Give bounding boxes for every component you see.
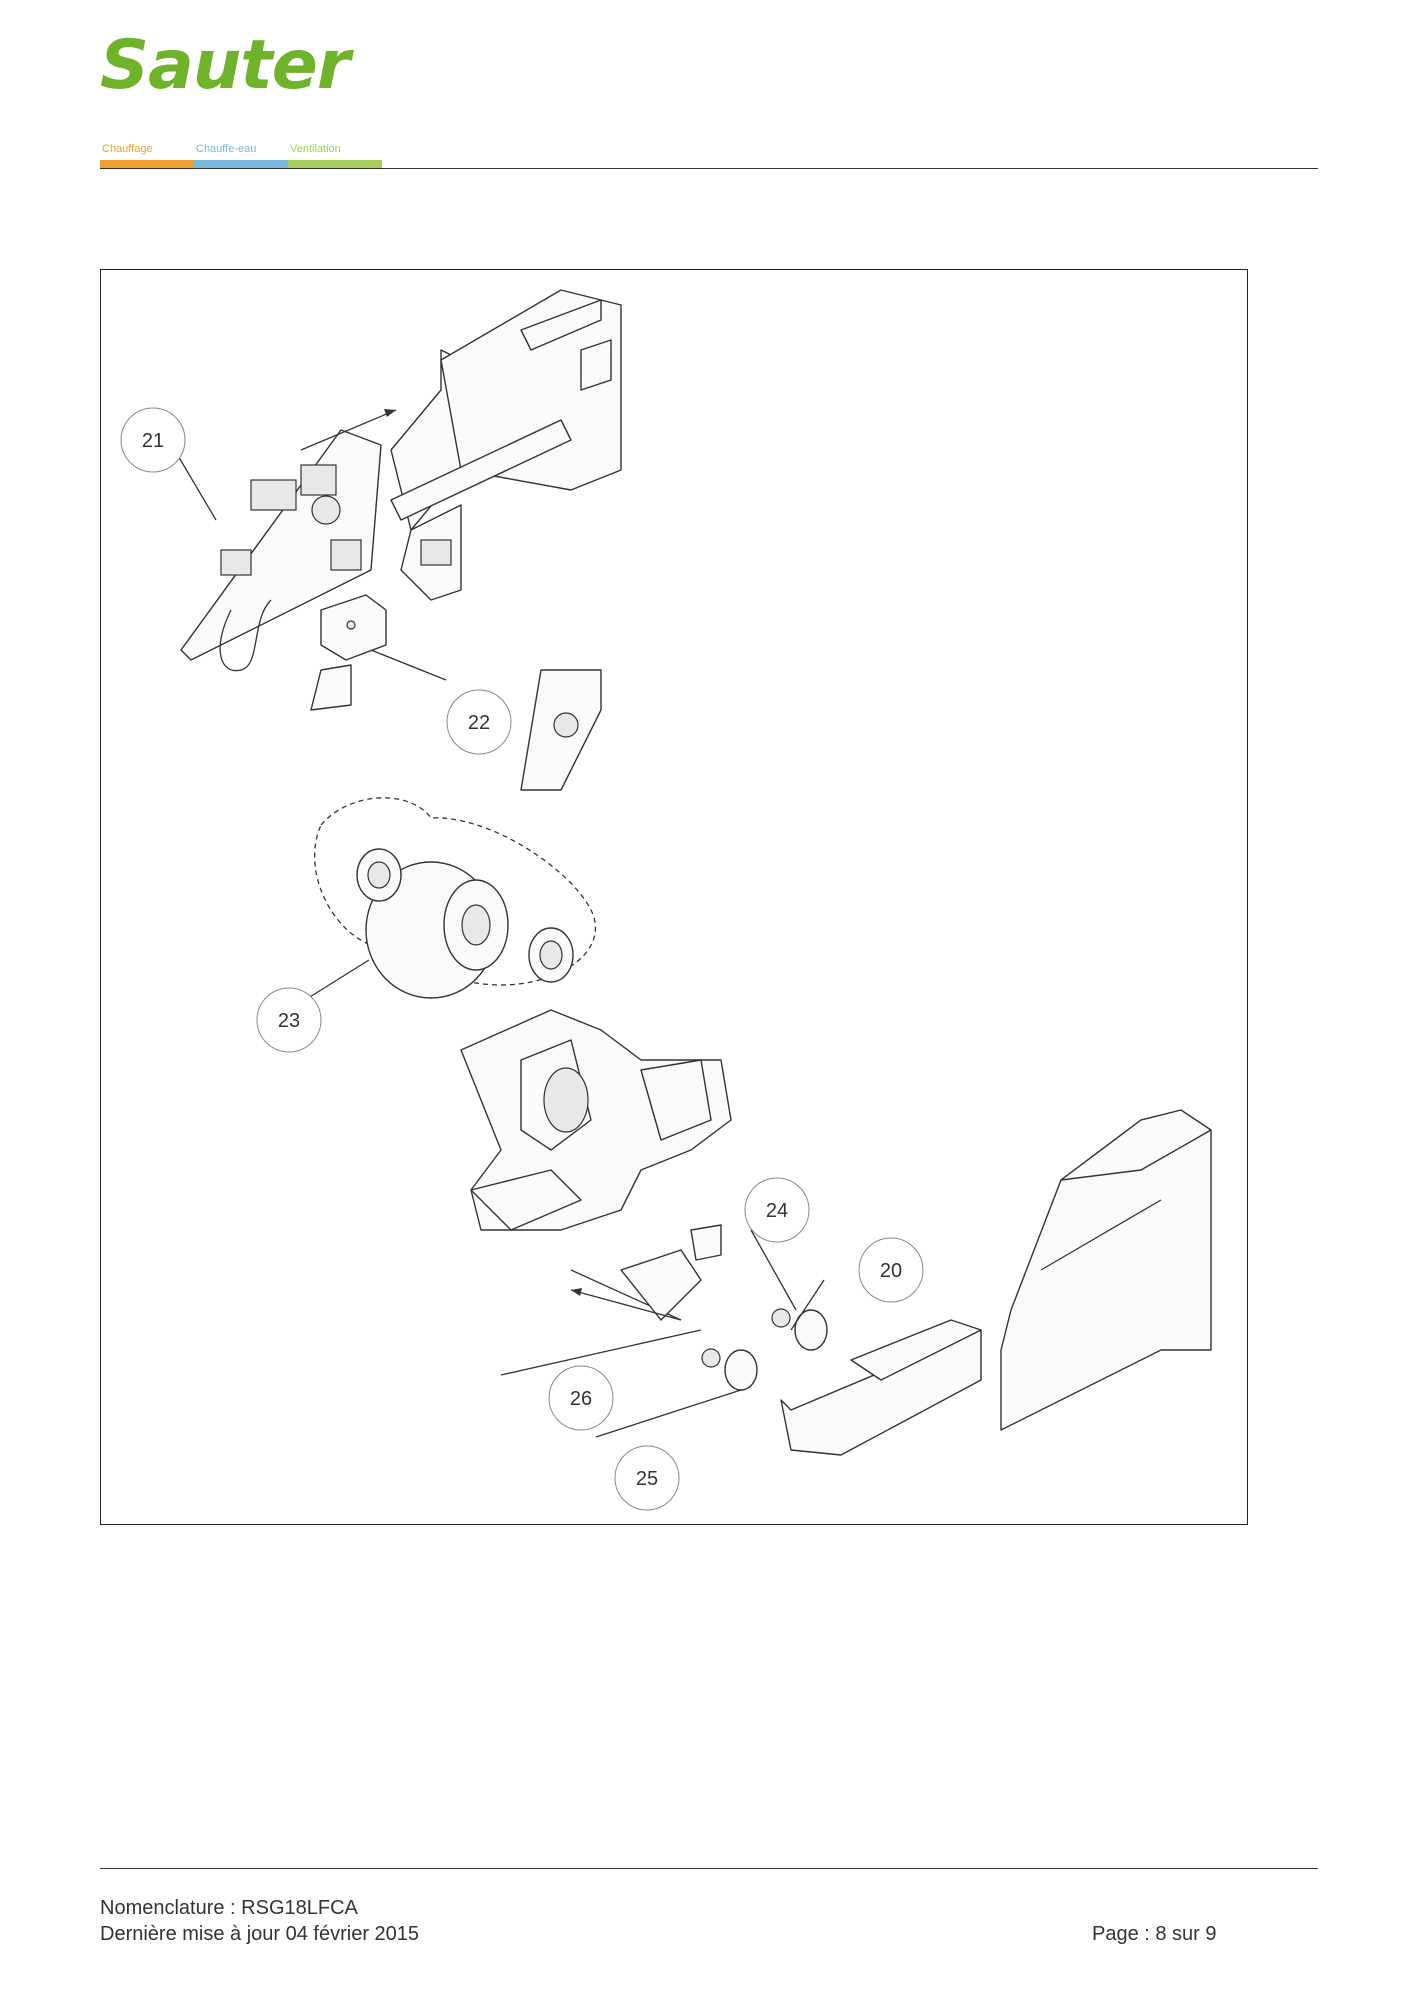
sauter-logo: Sauter xyxy=(100,28,356,98)
callout-label: 20 xyxy=(880,1260,902,1282)
callout-24: 24 xyxy=(744,1177,810,1243)
callout-25: 25 xyxy=(614,1445,680,1511)
category-bar xyxy=(288,160,382,168)
callout-label: 24 xyxy=(766,1200,788,1222)
callout-21: 21 xyxy=(120,407,186,473)
front-cover-part xyxy=(1000,1109,1212,1431)
callout-label: 23 xyxy=(278,1010,300,1032)
category-bar xyxy=(194,160,288,168)
callout-label: 26 xyxy=(570,1388,592,1410)
callout-label: 25 xyxy=(636,1468,658,1490)
callout-20: 20 xyxy=(858,1237,924,1303)
callout-label: 22 xyxy=(468,712,490,734)
last-updated-text: Dernière mise à jour 04 février 2015 xyxy=(100,1923,420,1945)
bottom-tray-part xyxy=(780,1319,982,1456)
page-number: Page : 8 sur 9 xyxy=(1092,1923,1217,1945)
callout-22: 22 xyxy=(446,689,512,755)
main-chassis-part xyxy=(460,1009,732,1231)
category-tabs: Chauffage Chauffe-eau Ventilation xyxy=(100,142,382,172)
logo-text: Sauter xyxy=(100,28,355,98)
category-bar xyxy=(100,160,194,168)
control-board-part xyxy=(180,429,382,672)
callout-label: 21 xyxy=(142,430,164,452)
category-chauffe-eau: Chauffe-eau xyxy=(194,142,288,168)
nomenclature-text: Nomenclature : RSG18LFCA xyxy=(100,1897,358,1919)
callout-23: 23 xyxy=(256,987,322,1053)
bracket-part xyxy=(310,594,387,711)
knob-assembly-part xyxy=(570,1224,828,1391)
category-label: Chauffe-eau xyxy=(196,143,257,155)
footer-divider xyxy=(100,1868,1318,1869)
motor-assembly-part xyxy=(314,797,597,999)
category-chauffage: Chauffage xyxy=(100,142,194,168)
category-label: Chauffage xyxy=(102,143,153,155)
category-ventilation: Ventilation xyxy=(288,142,382,168)
exploded-parts-diagram: 21 22 23 24 20 26 25 xyxy=(100,269,1248,1525)
category-label: Ventilation xyxy=(290,143,341,155)
header-divider xyxy=(100,168,1318,169)
rear-frame-part xyxy=(390,289,622,601)
cable-clip-part xyxy=(520,669,602,791)
parts-illustration: 21 22 23 24 20 26 25 xyxy=(120,289,1212,1511)
callout-26: 26 xyxy=(548,1365,614,1431)
